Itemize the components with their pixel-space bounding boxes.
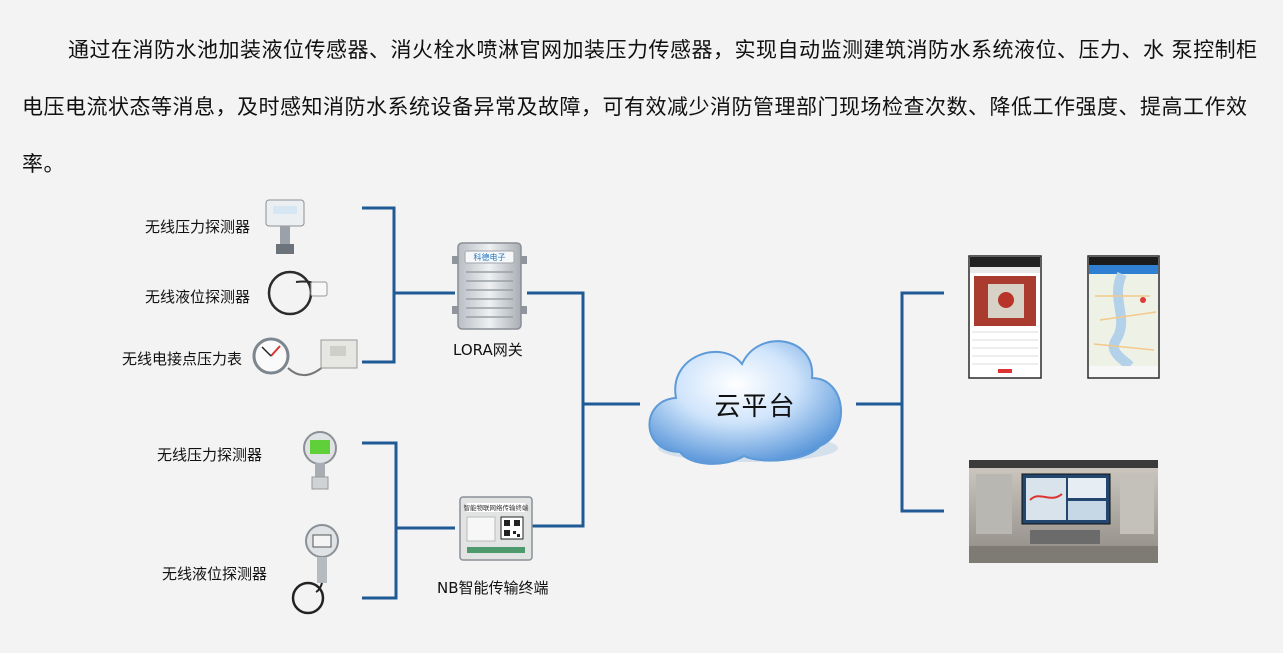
sensor-label-lora-pressure: 无线压力探测器 [145,218,251,236]
nb-level-detector-icon [291,524,339,615]
level-detector-icon [267,270,328,316]
monitoring-room-photo [969,460,1158,563]
nb-terminal-label: NB智能传输终端 [437,579,549,597]
intro-paragraph: 通过在消防水池加装液位传感器、消火栓水喷淋官网加装压力传感器，实现自动监测建筑消… [22,38,1258,176]
nb-terminal-icon: 智能物联网络传输终端 [459,496,533,561]
cloud-platform-label: 云平台 [714,392,796,422]
sensor-label-nb-level: 无线液位探测器 [162,565,268,583]
phone-map-screenshot [1087,255,1160,379]
connector-lines [362,206,944,600]
phone-app-screenshot [968,255,1042,379]
nb-pressure-detector-icon [303,431,337,490]
lora-gateway-label: LORA网关 [453,341,523,359]
cloud-icon [648,340,842,465]
sensor-label-lora-level: 无线液位探测器 [145,288,251,306]
lora-gateway-icon: 科德电子 [452,242,527,330]
terminal-title: 智能物联网络传输终端 [464,503,530,512]
contact-gauge-icon [252,337,358,376]
pressure-detector-icon [265,199,305,254]
sensor-label-nb-pressure: 无线压力探测器 [157,446,263,464]
sensor-label-lora-gauge: 无线电接点压力表 [122,350,243,368]
gateway-badge: 科德电子 [474,252,506,262]
